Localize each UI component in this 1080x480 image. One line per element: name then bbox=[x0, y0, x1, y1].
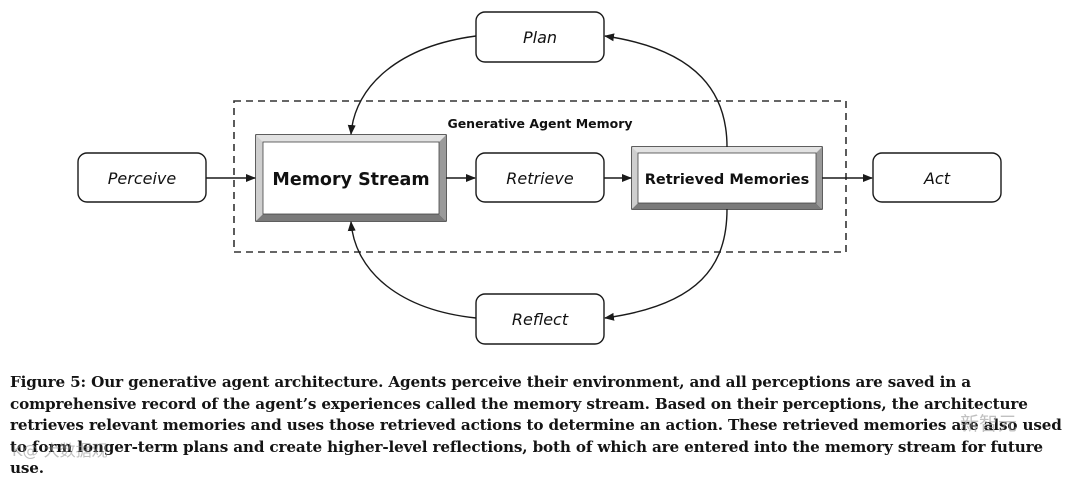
reflect-node: Reflect bbox=[475, 293, 605, 345]
architecture-diagram: Generative Agent Memory Plan Perceive Me… bbox=[77, 11, 1002, 345]
memory-group-boundary bbox=[233, 100, 847, 253]
arrow-retrieved-memories-to-reflect bbox=[604, 208, 728, 321]
watermark-left: K@ 大数据观 bbox=[12, 441, 108, 460]
arrow-reflect-to-memory-stream bbox=[347, 221, 477, 319]
retrieved-memories-node: Retrieved Memories bbox=[631, 146, 823, 210]
plan-label: Plan bbox=[523, 28, 557, 47]
arrow-retrieved-memories-to-plan bbox=[604, 33, 728, 148]
perceive-label: Perceive bbox=[108, 169, 177, 188]
retrieve-node: Retrieve bbox=[475, 152, 605, 203]
watermark-right: 新智元 bbox=[960, 413, 1018, 435]
memory-stream-node: Memory Stream bbox=[255, 134, 447, 222]
memory-group-label: Generative Agent Memory bbox=[447, 116, 632, 131]
reflect-label: Reflect bbox=[512, 310, 569, 329]
figure-caption: Figure 5: Our generative agent architect… bbox=[10, 373, 1062, 477]
retrieved-memories-label: Retrieved Memories bbox=[645, 172, 810, 188]
arrow-plan-to-memory-stream bbox=[347, 35, 477, 135]
act-node: Act bbox=[872, 152, 1002, 203]
plan-node: Plan bbox=[475, 11, 605, 63]
act-label: Act bbox=[923, 169, 951, 188]
memory-stream-label: Memory Stream bbox=[272, 170, 429, 190]
retrieve-label: Retrieve bbox=[506, 169, 574, 188]
perceive-node: Perceive bbox=[77, 152, 207, 203]
